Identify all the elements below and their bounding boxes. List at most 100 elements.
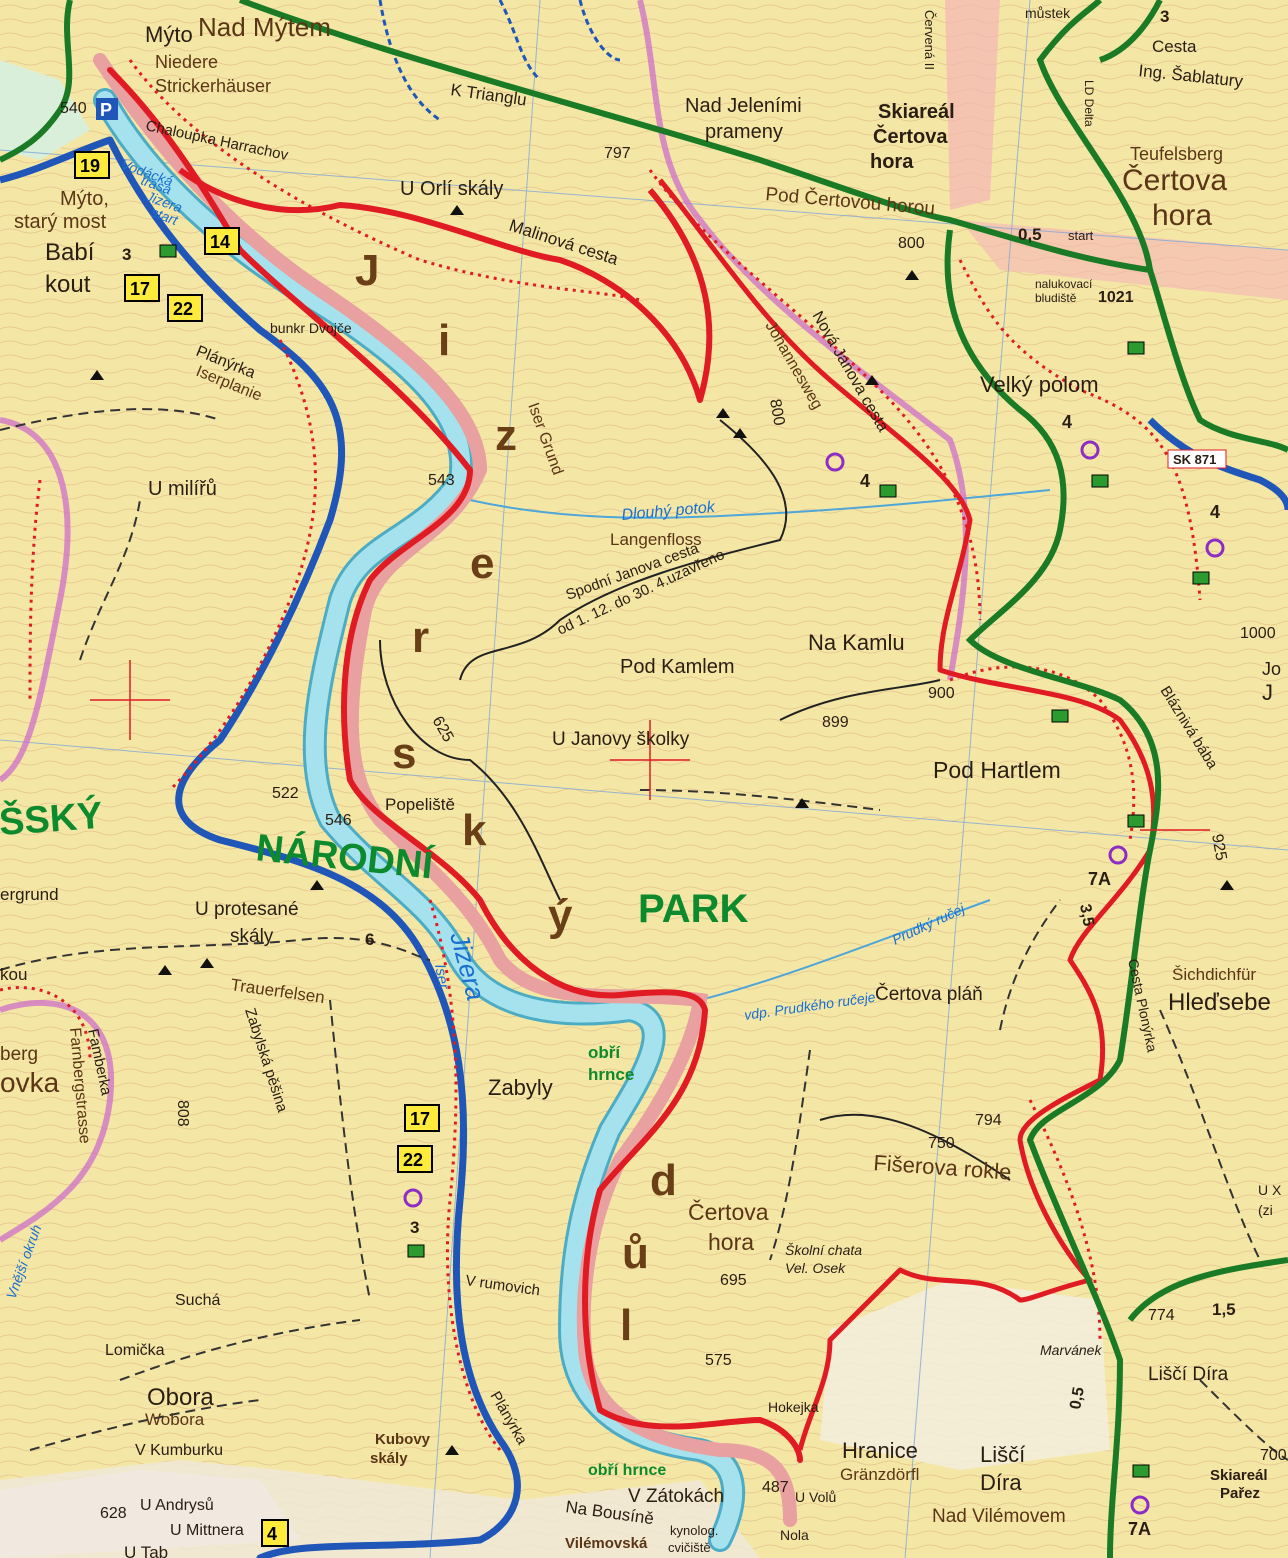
- cycle-icon: [1108, 845, 1128, 865]
- label-obri: obří: [588, 1043, 621, 1062]
- label-skiareal-hora: hora: [870, 151, 914, 173]
- label-certova-hora-2: hora: [1152, 199, 1212, 232]
- label-hrnce: hrnce: [588, 1065, 634, 1084]
- cycle-num-4b: 4: [1062, 412, 1072, 432]
- valley-letter: d: [650, 1156, 677, 1205]
- park-fragment: ŠSKÝ: [0, 792, 104, 844]
- label-kynolog: kynolog.: [670, 1523, 718, 1538]
- elev-695: 695: [720, 1272, 747, 1289]
- label-jo: Jo: [1262, 659, 1281, 679]
- label-skaly-1: skály: [230, 926, 274, 947]
- ski-slope-area: [945, 0, 1000, 210]
- elev-575: 575: [705, 1352, 732, 1369]
- valley-letter: e: [470, 539, 494, 588]
- label-kubovy: Kubovy: [375, 1431, 431, 1448]
- river-jizera-fill: [96, 91, 743, 1549]
- cycle-icon: [1205, 538, 1225, 558]
- boundary-line-right: [637, 0, 969, 681]
- valley-letter: i: [438, 316, 450, 365]
- label-nad-jelenimi: Nad Jeleními: [685, 95, 802, 117]
- valley-letter: ů: [622, 1229, 649, 1278]
- cycle-icon: [825, 452, 845, 472]
- route-sign-box: [167, 294, 203, 322]
- label-myto: Mýto: [145, 22, 193, 47]
- elev-543: 543: [428, 472, 455, 489]
- label-u-mittnera: U Mittnera: [170, 1522, 244, 1539]
- label-skolni-chata: Školní chata: [785, 1242, 862, 1258]
- elev-808: 808: [174, 1100, 191, 1127]
- label-cesta: Cesta: [1152, 37, 1197, 56]
- elev-487: 487: [762, 1479, 789, 1496]
- label-lisci-dira-1: Liščí Díra: [1148, 1364, 1229, 1385]
- route-sign-number: 22: [403, 1150, 423, 1170]
- crosshair-markers: [90, 660, 1210, 831]
- peak-icon: [445, 1445, 459, 1455]
- cycle-icon: [403, 1188, 423, 1208]
- cycle-icon: [1080, 440, 1100, 460]
- label-u-andrysu: U Andrysů: [140, 1496, 214, 1514]
- green-trail-bottomright: [1127, 1257, 1288, 1322]
- route-sign-number: 22: [173, 299, 193, 319]
- route-sign-number: 19: [80, 156, 100, 176]
- label-pod-hartlem: Pod Hartlem: [933, 757, 1061, 783]
- meadow-area-top-left: [0, 60, 90, 160]
- label-u-janovy-skolky: U Janovy školky: [552, 729, 690, 750]
- elev-794: 794: [975, 1112, 1002, 1129]
- peak-icon: [158, 965, 172, 975]
- route-sign-box: [404, 1104, 440, 1132]
- valley-letter: s: [392, 729, 416, 778]
- label-skiareal-parez-1: Skiareál: [1210, 1467, 1268, 1484]
- route-sign-number: 14: [210, 232, 230, 252]
- blue-trail-left: [106, 136, 521, 1558]
- cycle-num-7b: 7A: [1128, 1519, 1151, 1539]
- label-bludiste: bludiště: [1035, 291, 1077, 305]
- bus-stop-icon: [879, 484, 897, 498]
- elev-900: 900: [928, 685, 955, 702]
- elev-700: 700: [1260, 1447, 1287, 1464]
- label-vel-osek: Vel. Osek: [785, 1260, 846, 1276]
- label-ld-delta: LD Delta: [1082, 80, 1096, 127]
- label-u-x-2: (zi: [1258, 1202, 1273, 1218]
- red-trail-orli: [178, 167, 713, 403]
- bus-stop-icon: [1051, 709, 1069, 723]
- elev-800b: 800: [766, 398, 787, 427]
- label-certova-plan: Čertova pláň: [875, 983, 983, 1005]
- valley-letter: z: [495, 411, 517, 460]
- bus-stop-icon: [1127, 814, 1145, 828]
- label-wobora: Wobora: [145, 1410, 205, 1429]
- map-symbols: P: [90, 98, 1234, 1515]
- elev-800a: 800: [898, 235, 925, 252]
- label-iser: Iser: [431, 963, 452, 992]
- label-lomicka: Lomička: [105, 1342, 165, 1359]
- peak-icon: [200, 958, 214, 968]
- bus-stop-icon: [1127, 341, 1145, 355]
- route-sign-box: [261, 1519, 289, 1547]
- label-hranice: Hranice: [842, 1438, 918, 1463]
- valley-letter: J: [355, 246, 379, 295]
- label-sucha: Suchá: [175, 1292, 220, 1309]
- label-langenfloss: Langenfloss: [610, 530, 702, 549]
- park-name-line2: PARK: [638, 887, 748, 931]
- label-kout: kout: [45, 271, 91, 298]
- boundary-line-bl: [0, 1000, 115, 1243]
- label-babi: Babí: [45, 239, 95, 266]
- label-berg: berg: [0, 1044, 38, 1065]
- bus-stop-icon: [1091, 474, 1109, 488]
- label-cviciste: cvičiště: [668, 1540, 711, 1555]
- label-na-kamlu: Na Kamlu: [808, 630, 905, 655]
- forest-paths: [379, 419, 1011, 1181]
- elev-750: 750: [928, 1135, 955, 1152]
- valley-letter: r: [412, 613, 429, 662]
- elev-1021: 1021: [1098, 289, 1134, 306]
- label-teufelsberg: Teufelsberg: [1130, 144, 1223, 164]
- label-granzdorfl: Gränzdörfl: [840, 1465, 919, 1484]
- distance-05b: 0,5: [1067, 1386, 1088, 1411]
- label-nalukovaci: nalukovací: [1035, 277, 1093, 291]
- label-cervena: Červená II: [922, 10, 937, 70]
- peak-icon: [795, 798, 809, 808]
- boundary-line-left: [0, 417, 71, 783]
- red-trail-east: [658, 178, 1157, 1451]
